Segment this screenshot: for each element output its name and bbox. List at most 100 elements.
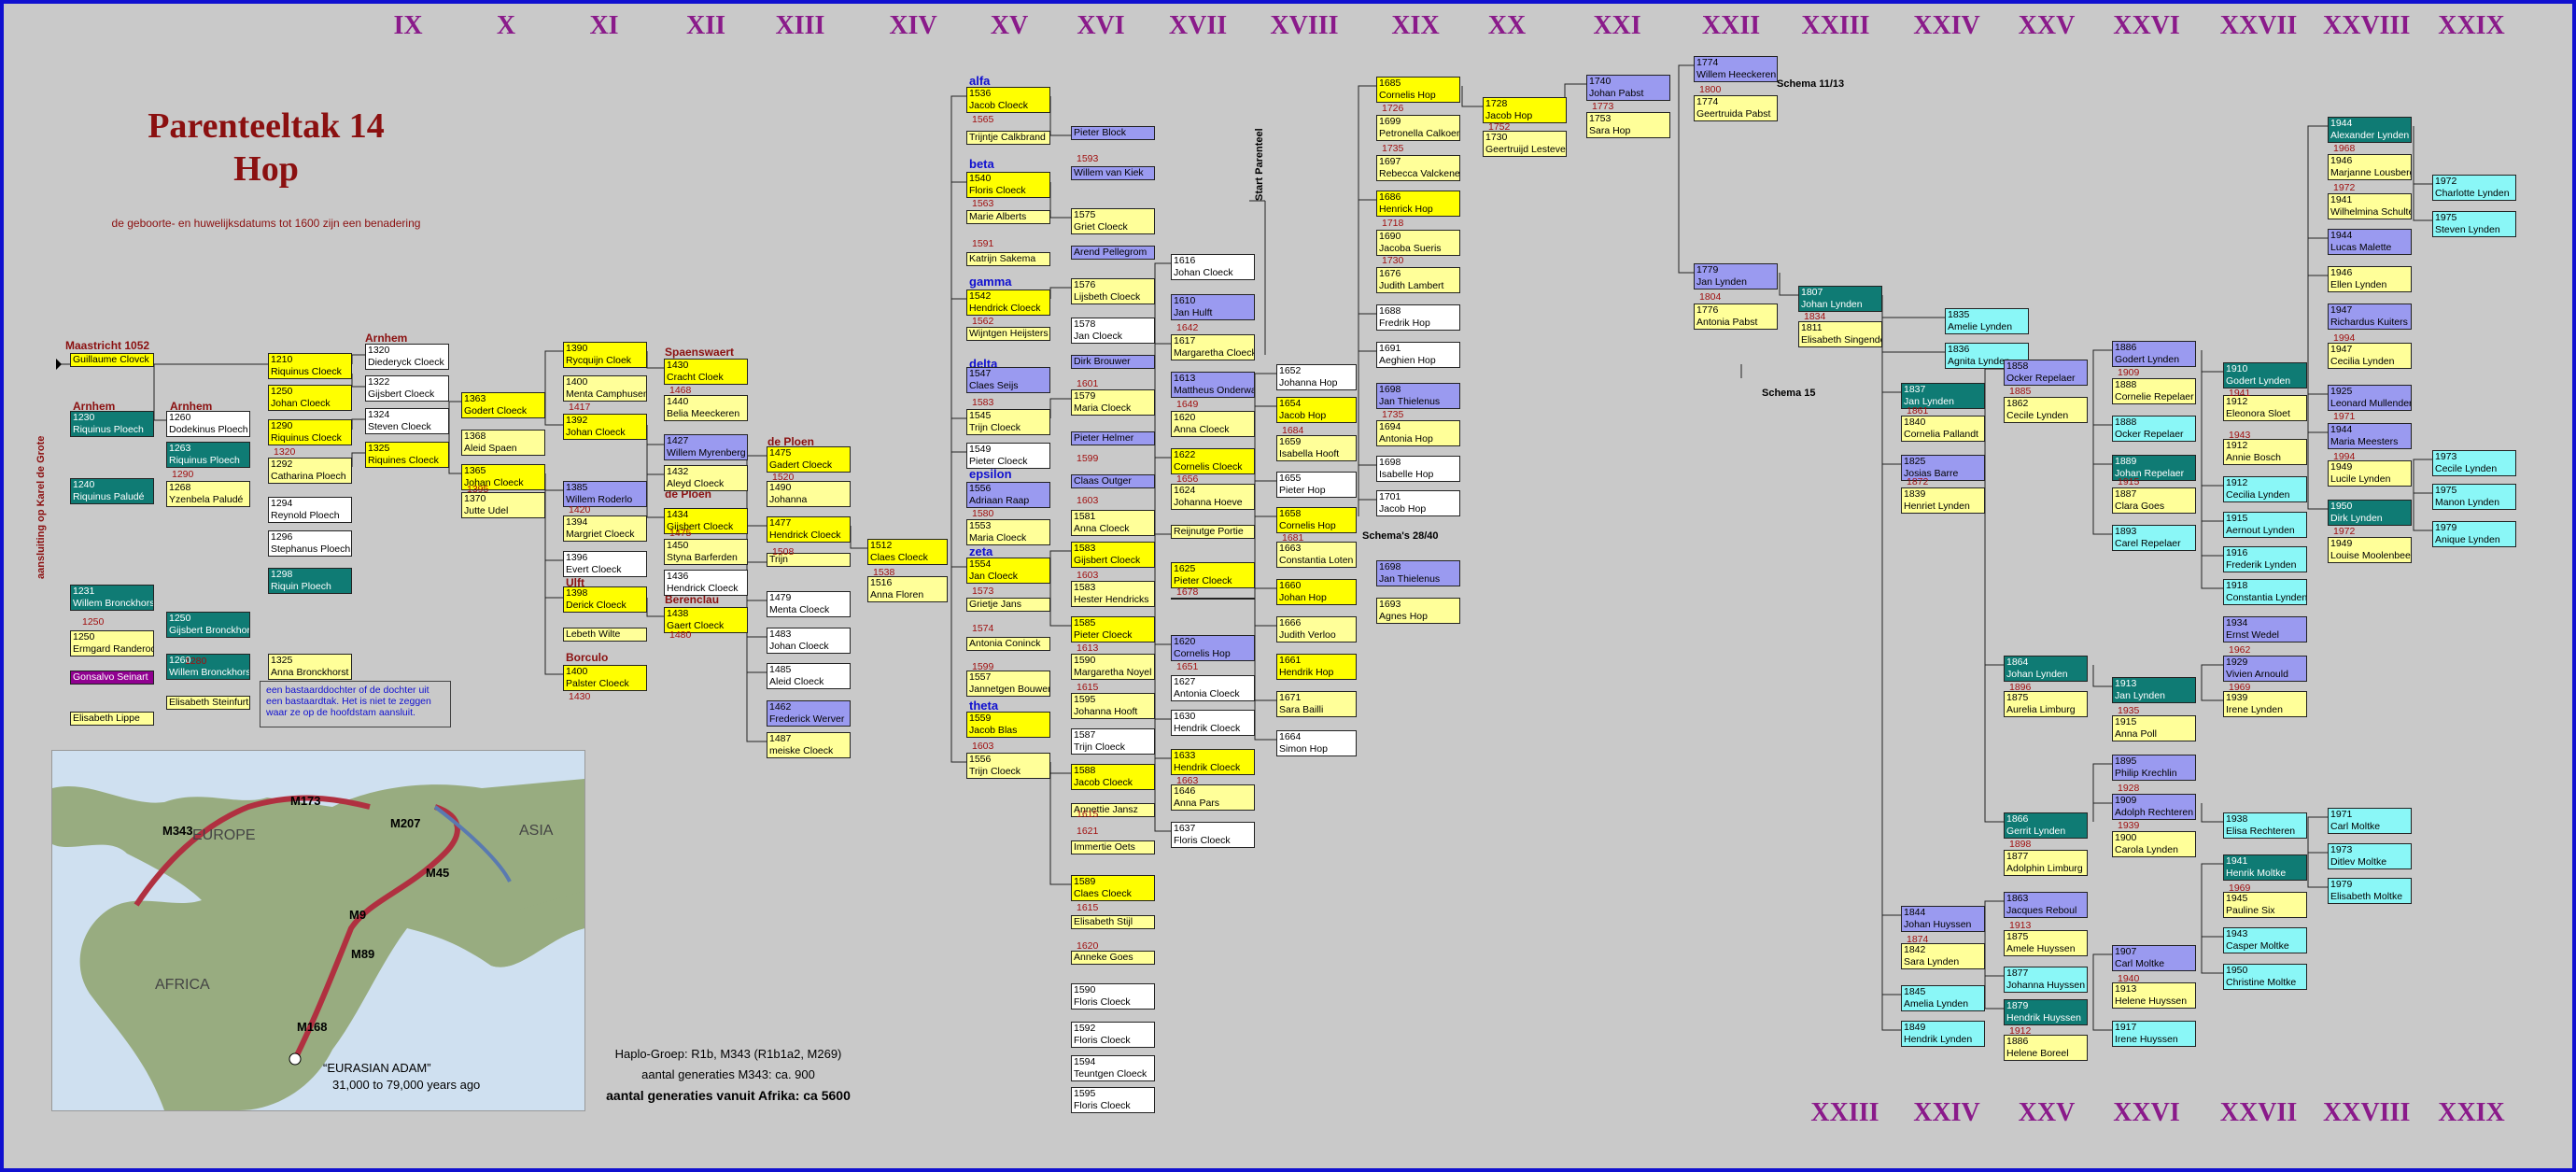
person-box[interactable]: Dirk Brouwer (1071, 355, 1155, 369)
person-box[interactable]: Trijntje Calkbrand (966, 131, 1050, 145)
person-box[interactable]: Marie Alberts (966, 210, 1050, 224)
person-box[interactable]: Arend Pellegrom (1071, 246, 1155, 260)
person-box[interactable]: Anneke Goes (1071, 951, 1155, 965)
person-box[interactable]: Grietje Jans (966, 598, 1050, 612)
person-box[interactable]: Guillaume Clovck (70, 353, 154, 367)
person-box[interactable] (1171, 598, 1255, 600)
person-box[interactable]: Trijn (767, 553, 851, 567)
person-box[interactable]: Pieter Helmer (1071, 431, 1155, 445)
person-box[interactable]: Antonia Coninck (966, 637, 1050, 651)
